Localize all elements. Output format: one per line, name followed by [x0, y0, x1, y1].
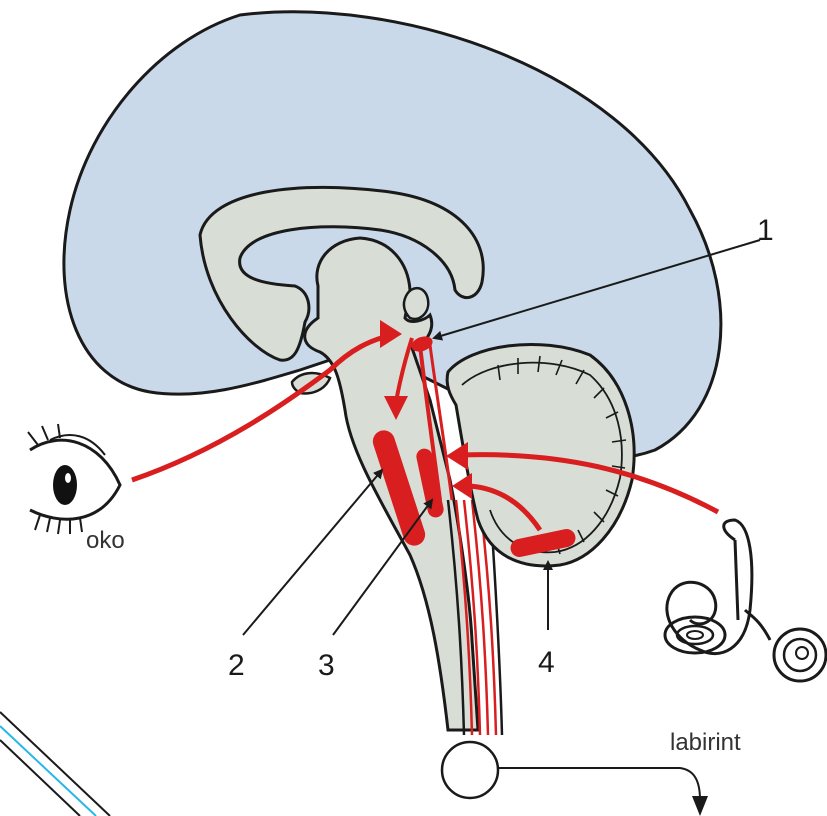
leader-2 [243, 470, 382, 635]
motor-neuron [442, 742, 708, 816]
inner-ear-icon [665, 520, 826, 681]
label-3: 3 [318, 649, 335, 682]
label-2: 2 [228, 649, 245, 682]
corner-stripes [0, 712, 110, 816]
eye-icon [28, 424, 120, 534]
label-ear: labirint [670, 729, 741, 756]
label-1: 1 [757, 214, 774, 247]
label-4: 4 [538, 646, 555, 679]
hypothalamus-bump [404, 288, 428, 319]
label-eye: oko [86, 527, 125, 554]
